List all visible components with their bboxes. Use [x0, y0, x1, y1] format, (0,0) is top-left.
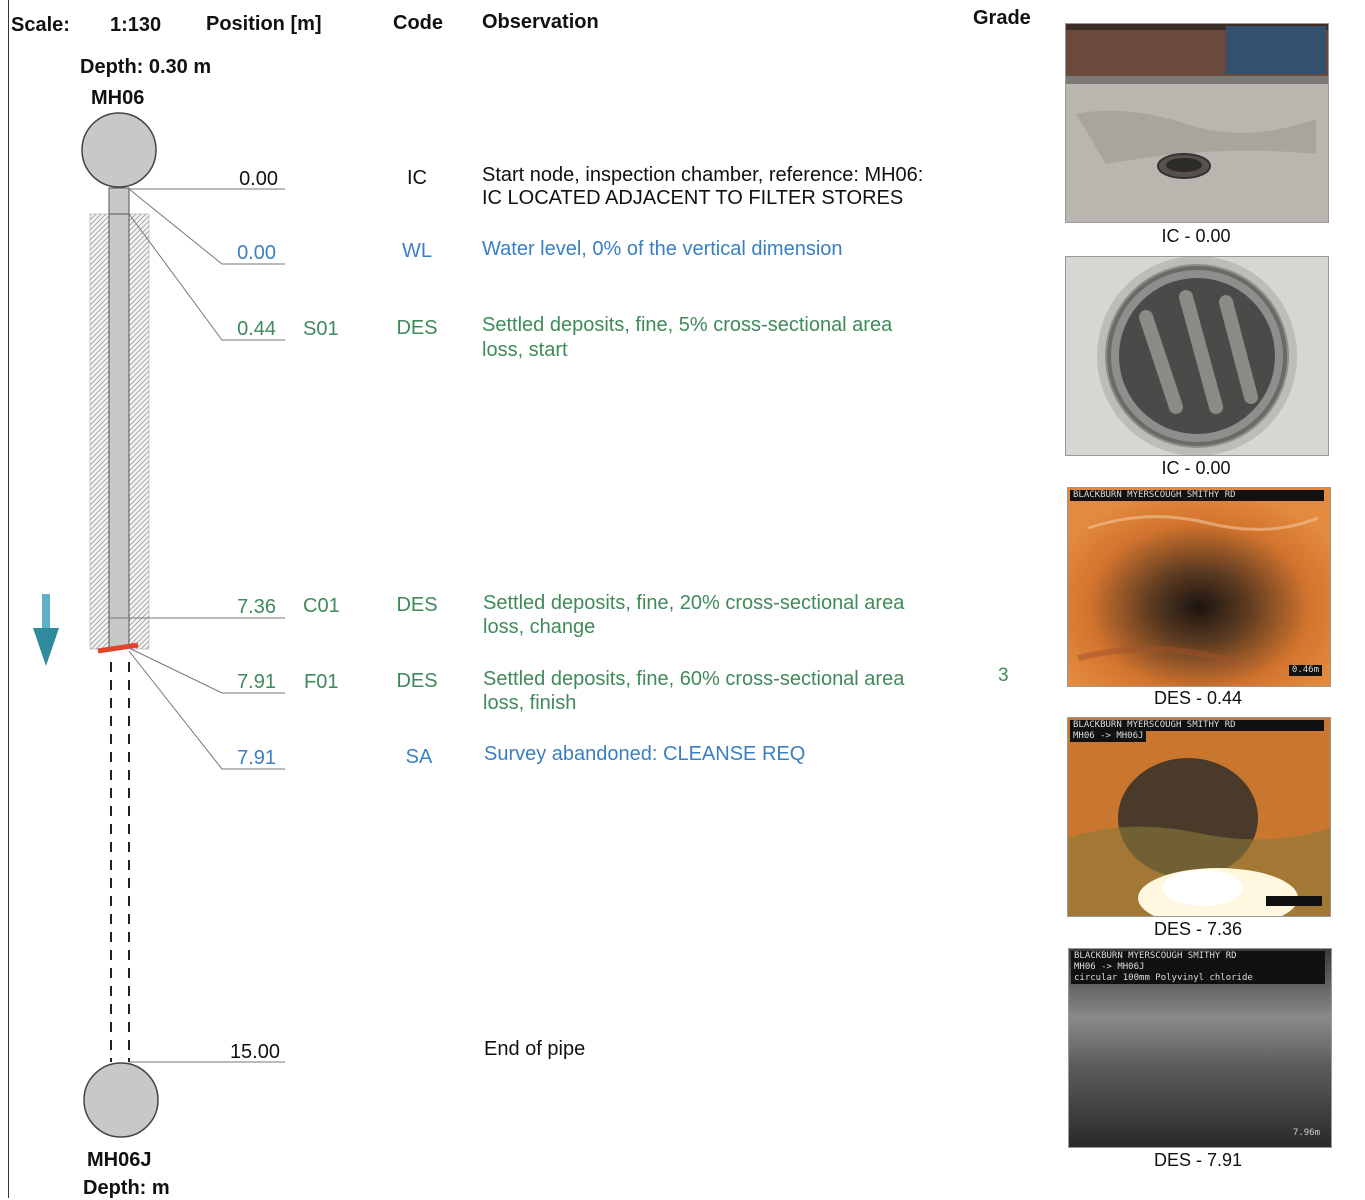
position-value: 0.44	[237, 318, 276, 340]
observation-text-line2: IC LOCATED ADJACENT TO FILTER STORES	[482, 187, 904, 209]
page-left-border	[8, 0, 9, 1198]
position-value: 7.91	[237, 671, 276, 693]
position-value: 7.36	[237, 596, 276, 618]
clock-reference: F01	[304, 671, 339, 693]
observation-code: DES	[396, 594, 438, 616]
end-node-depth: Depth: m	[83, 1177, 170, 1199]
pipe-cctv-photo-orange: BLACKBURN MYERSCOUGH SMITHY RD 0.46m	[1067, 487, 1331, 687]
observation-code: WL	[402, 240, 432, 262]
pipe-cctv-photo-dark: BLACKBURN MYERSCOUGH SMITHY RD MH06 -> M…	[1068, 948, 1332, 1148]
observation-code: DES	[396, 670, 438, 692]
observation-header: Observation	[482, 11, 599, 33]
photo-caption: IC - 0.00	[1161, 226, 1231, 246]
position-header: Position [m]	[206, 13, 322, 35]
cctv-overlay-route: MH06 -> MH06J	[1070, 731, 1147, 742]
cctv-overlay-route: MH06 -> MH06J	[1071, 962, 1325, 973]
position-value: 7.91	[237, 747, 276, 769]
cctv-meterage: 7.96m	[1292, 1128, 1320, 1138]
observation-text-line1: End of pipe	[484, 1038, 586, 1060]
clock-reference: S01	[303, 318, 339, 340]
position-value: 15.00	[229, 1041, 280, 1063]
start-node-depth: Depth: 0.30 m	[80, 56, 212, 78]
defect-marker	[97, 642, 139, 654]
photo-caption: DES - 0.44	[1153, 688, 1243, 708]
cctv-meterage: 0.46m	[1288, 665, 1322, 676]
observation-text-line2: loss, change	[483, 616, 596, 638]
pipe-cctv-photo-deposits: BLACKBURN MYERSCOUGH SMITHY RD MH06 -> M…	[1067, 717, 1331, 917]
grade-header: Grade	[973, 7, 1031, 29]
pipe-surveyed-section	[108, 187, 130, 649]
photo-caption: DES - 7.91	[1153, 1150, 1243, 1170]
grade-value: 3	[998, 665, 1009, 686]
end-node-name: MH06J	[87, 1149, 152, 1171]
cctv-overlay-text: BLACKBURN MYERSCOUGH SMITHY RD	[1070, 720, 1324, 731]
position-value: 0.00	[239, 168, 278, 190]
pipe-diagram	[33, 112, 285, 1138]
cctv-meterage-box	[1266, 896, 1322, 906]
code-header: Code	[393, 12, 443, 34]
surround-hatching	[89, 213, 150, 650]
cctv-overlay-text: BLACKBURN MYERSCOUGH SMITHY RD	[1070, 490, 1324, 501]
photo-caption: DES - 7.36	[1153, 919, 1243, 939]
cctv-overlay-text: BLACKBURN MYERSCOUGH SMITHY RD	[1071, 951, 1325, 962]
observation-code: DES	[396, 317, 438, 339]
manhole-interior-photo	[1065, 256, 1329, 456]
observation-text-line1: Water level, 0% of the vertical dimensio…	[482, 238, 843, 260]
scale-label: Scale:	[11, 14, 70, 36]
clock-reference: C01	[303, 595, 340, 617]
observation-text-line2: loss, finish	[483, 692, 577, 714]
cctv-overlay-pipe: circular 100mm Polyvinyl chloride	[1071, 973, 1325, 984]
start-manhole-symbol	[81, 112, 157, 188]
observation-text-line1: Start node, inspection chamber, referenc…	[482, 164, 924, 186]
manhole-surface-photo	[1065, 23, 1329, 223]
observation-text-line1: Settled deposits, fine, 5% cross-section…	[482, 314, 893, 336]
observation-text-line1: Survey abandoned: CLEANSE REQ	[484, 743, 806, 765]
scale-value: 1:130	[110, 14, 162, 36]
start-node-name: MH06	[91, 87, 145, 109]
observation-code: SA	[405, 746, 433, 768]
end-manhole-symbol	[83, 1062, 159, 1138]
pipe-unsurveyed-section	[110, 662, 130, 1062]
leader-lines	[109, 188, 285, 1063]
observation-code: IC	[407, 167, 427, 189]
observation-text-line1: Settled deposits, fine, 60% cross-sectio…	[483, 668, 905, 690]
observation-text-line2: loss, start	[482, 339, 568, 361]
flow-direction-arrow	[33, 594, 59, 666]
photo-caption: IC - 0.00	[1161, 458, 1231, 478]
observation-text-line1: Settled deposits, fine, 20% cross-sectio…	[483, 592, 905, 614]
position-value: 0.00	[237, 242, 276, 264]
